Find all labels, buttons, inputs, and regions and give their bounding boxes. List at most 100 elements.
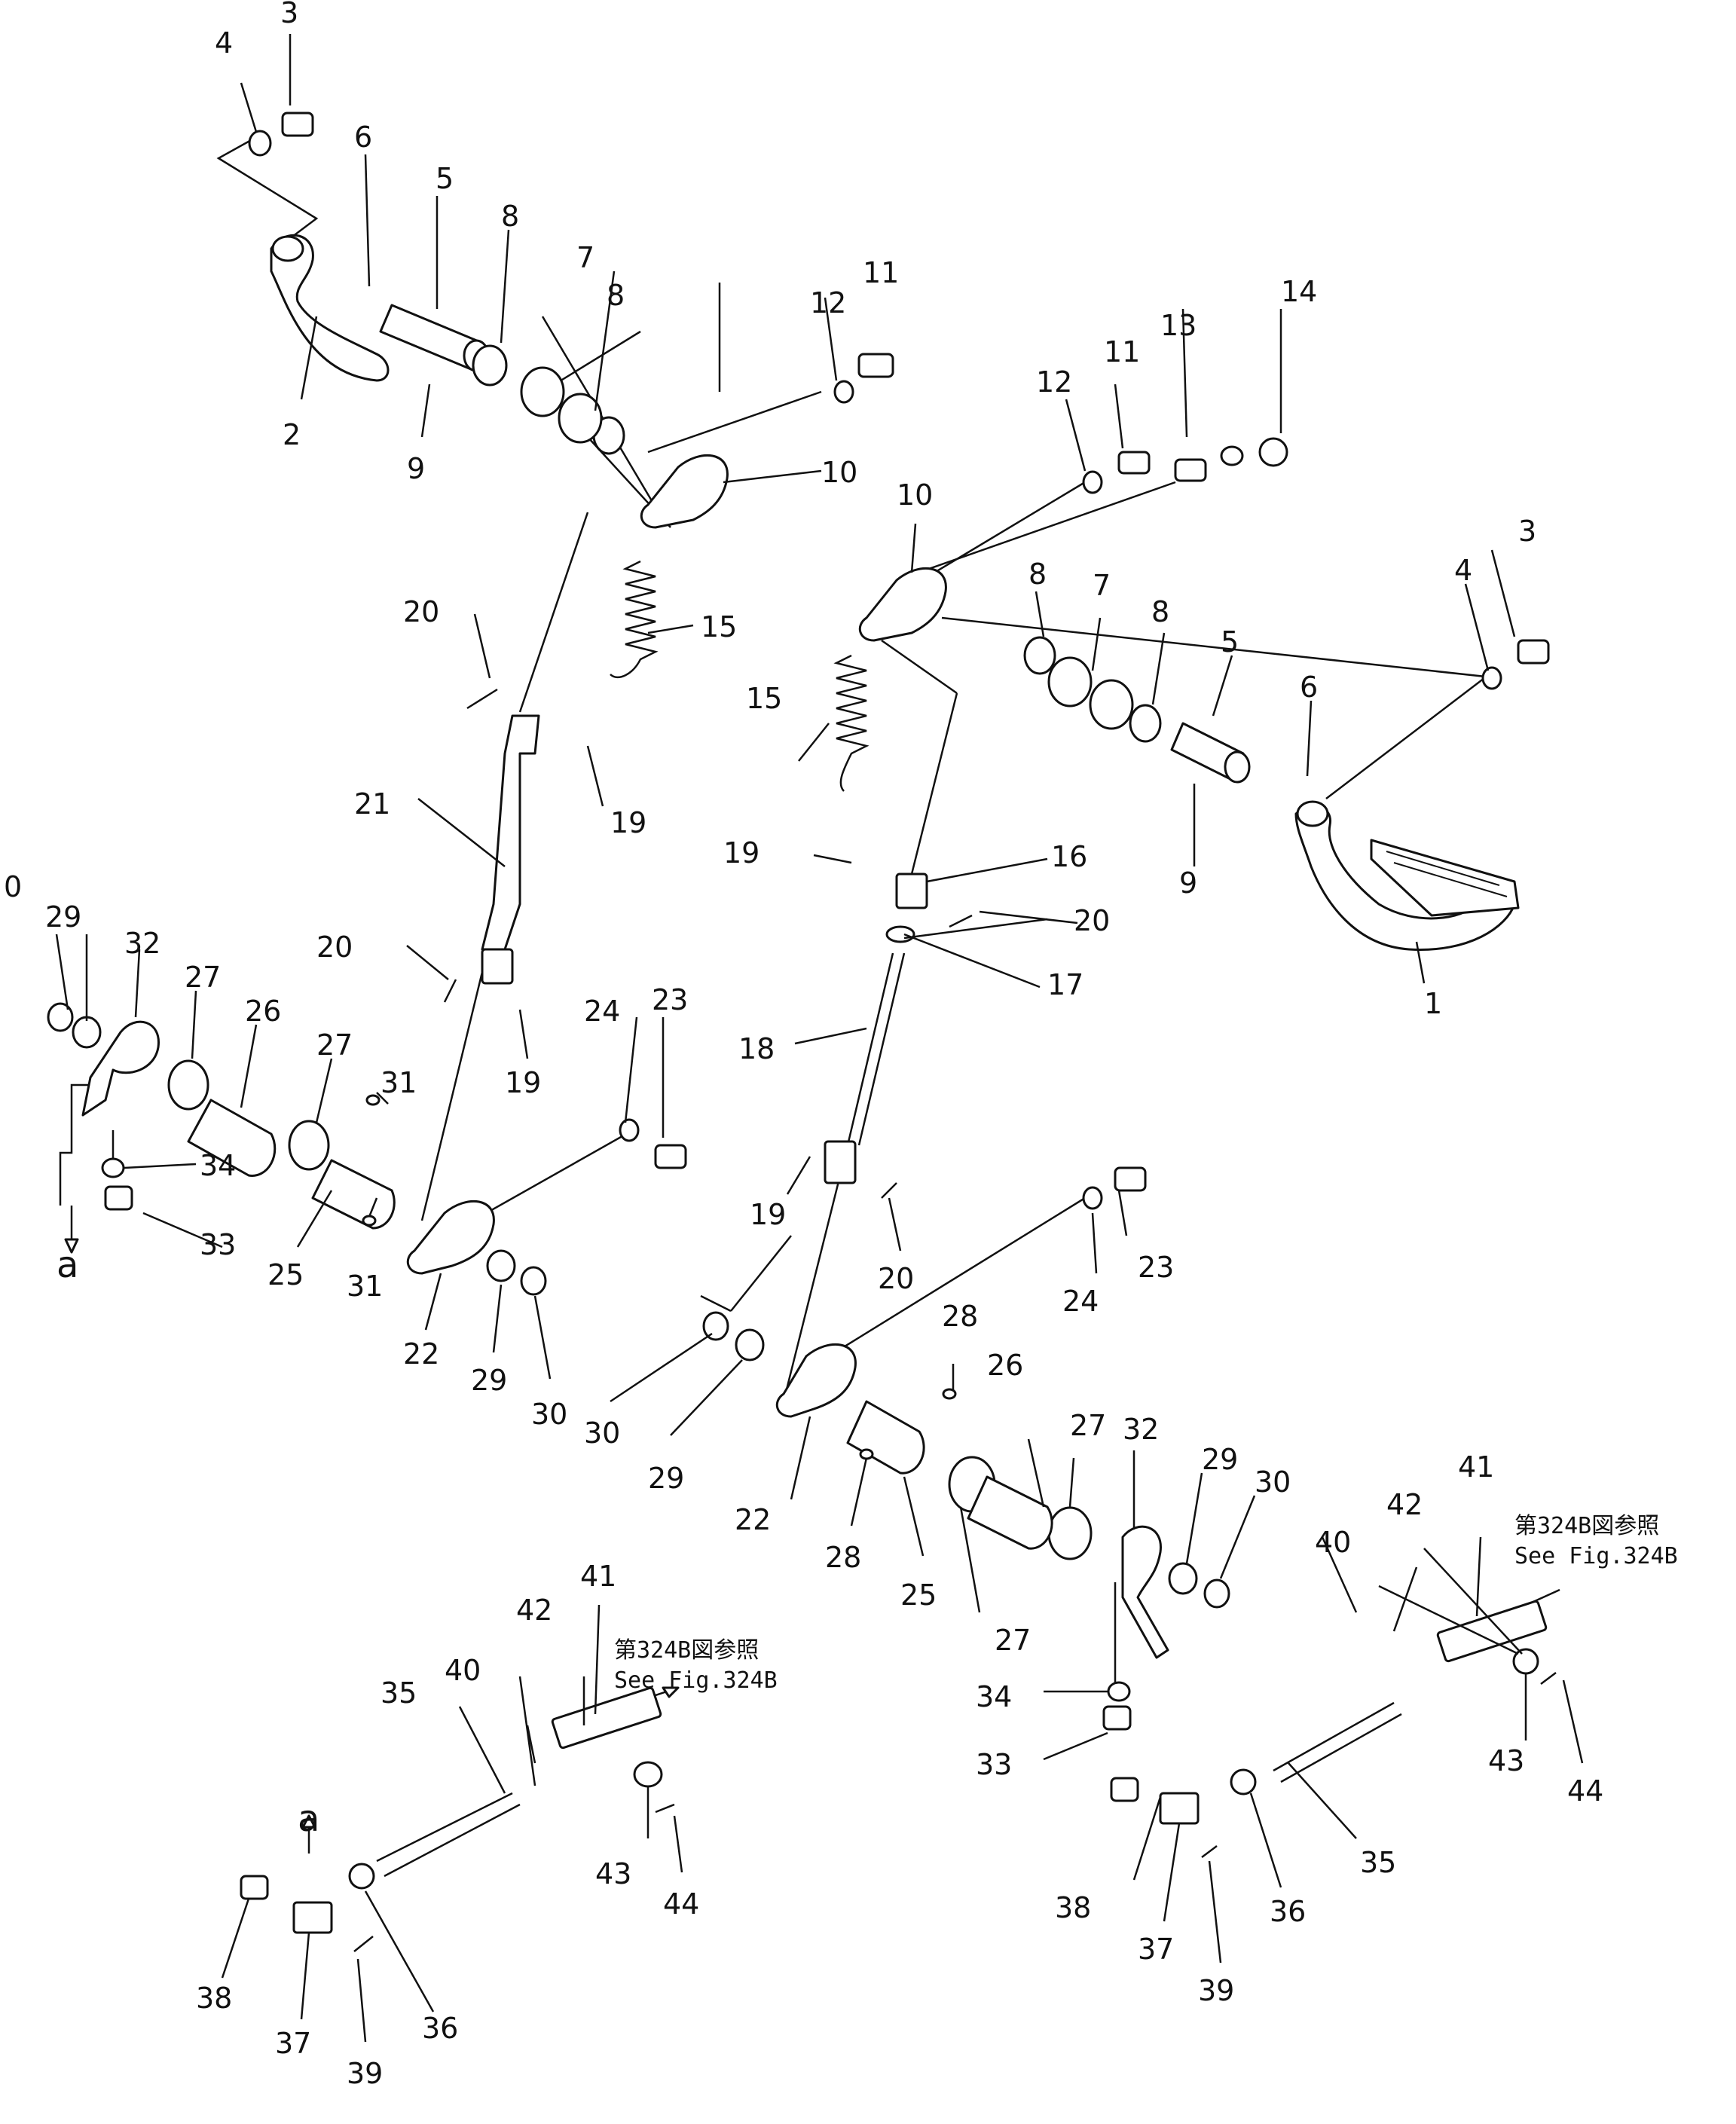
callout-39: 39	[347, 2057, 383, 2090]
fig-ref-en: See Fig.324B	[614, 1667, 778, 1694]
callout-26: 26	[245, 995, 281, 1028]
callout-31: 31	[381, 1066, 417, 1099]
callout-38: 38	[196, 1982, 232, 2015]
callout-19: 19	[723, 836, 760, 869]
callout-17: 17	[1047, 968, 1083, 1001]
callout-44: 44	[1567, 1774, 1603, 1808]
part-brackets	[81, 1020, 1169, 1659]
callout-7: 7	[1093, 569, 1111, 602]
callout-8: 8	[1028, 558, 1047, 591]
part-bearings	[47, 344, 1230, 1609]
part-pedal-left	[270, 234, 390, 382]
label-leader-lines	[55, 34, 1584, 2043]
callout-4: 4	[215, 26, 233, 60]
callout-34: 34	[976, 1680, 1012, 1713]
callout-15: 15	[746, 682, 782, 715]
callout-6: 6	[1300, 671, 1318, 704]
callout-35: 35	[381, 1676, 417, 1710]
part-shaft-5-right	[1170, 722, 1251, 784]
part-sleeves	[187, 1099, 1053, 1550]
callout-14: 14	[1281, 275, 1317, 308]
callout-29: 29	[471, 1364, 507, 1397]
callout-43: 43	[1488, 1744, 1524, 1777]
callout-32: 32	[124, 927, 160, 960]
callout-38: 38	[1055, 1891, 1091, 1924]
callout-20: 20	[1074, 904, 1110, 937]
reference-mark-a: a	[298, 1798, 319, 1840]
callout-4: 4	[1454, 554, 1472, 587]
callout-30: 30	[531, 1398, 567, 1431]
callout-26: 26	[987, 1349, 1023, 1382]
callout-36: 36	[422, 2012, 458, 2045]
callout-22: 22	[735, 1503, 771, 1536]
callout-27: 27	[995, 1624, 1031, 1657]
part-washers	[101, 130, 1539, 1788]
callout-3: 3	[1518, 515, 1536, 548]
callout-32: 32	[1123, 1413, 1159, 1446]
callout-36: 36	[1270, 1895, 1306, 1928]
callout-22: 22	[403, 1337, 439, 1371]
callout-31: 31	[347, 1270, 383, 1303]
callout-24: 24	[584, 995, 620, 1028]
callout-27: 27	[185, 961, 221, 994]
callout-40: 40	[445, 1654, 481, 1687]
part-clevises	[292, 1600, 1548, 1934]
callout-19: 19	[505, 1066, 541, 1099]
callout-41: 41	[580, 1560, 616, 1593]
callout-10: 10	[897, 478, 933, 512]
callout-30: 0	[4, 870, 22, 903]
callout-23: 23	[1138, 1251, 1174, 1284]
callout-20: 20	[878, 1262, 914, 1295]
part-cotter-pins	[353, 688, 1557, 1952]
callout-29: 29	[45, 900, 81, 934]
part-rods	[481, 714, 928, 1184]
callout-35: 35	[1360, 1846, 1396, 1879]
callout-43: 43	[595, 1857, 631, 1890]
callout-12: 12	[1036, 365, 1072, 399]
callout-33: 33	[976, 1748, 1012, 1781]
callout-13: 13	[1160, 309, 1197, 342]
callout-labels: 1 2 3 3 4 4 5 5 6 6 7 7 8 8 8 8 9 9 10 1…	[4, 0, 1603, 2090]
callout-16: 16	[1051, 840, 1087, 873]
callout-5: 5	[1221, 625, 1239, 659]
callout-24: 24	[1062, 1285, 1099, 1318]
callout-21: 21	[354, 787, 390, 821]
callout-44: 44	[663, 1887, 699, 1921]
part-bellcranks	[406, 454, 947, 1418]
callout-37: 37	[275, 2027, 311, 2060]
fig-ref-jp: 第324B図参照	[1514, 1513, 1659, 1539]
callout-39: 39	[1198, 1974, 1234, 2007]
callout-1: 1	[1424, 987, 1442, 1020]
callout-19: 19	[610, 806, 646, 839]
callout-30: 30	[1255, 1465, 1291, 1499]
part-bolts	[104, 112, 1550, 1900]
callout-20: 20	[316, 931, 353, 964]
part-springs	[610, 560, 870, 792]
callout-29: 29	[1202, 1443, 1238, 1476]
callout-7: 7	[576, 241, 594, 274]
callout-15: 15	[701, 610, 737, 643]
callout-12: 12	[810, 286, 846, 319]
callout-42: 42	[516, 1594, 552, 1627]
fig-ref-jp: 第324B図参照	[614, 1637, 759, 1664]
callout-41: 41	[1458, 1450, 1494, 1484]
callout-10: 10	[821, 456, 857, 489]
callout-27: 27	[1070, 1409, 1106, 1442]
callout-37: 37	[1138, 1933, 1174, 1966]
part-pedal-right-with-pad	[1294, 800, 1520, 951]
callout-27: 27	[316, 1028, 353, 1062]
part-shaft-5-left	[379, 304, 490, 372]
callout-34: 34	[200, 1149, 236, 1182]
callout-6: 6	[354, 121, 372, 154]
leader-lines	[59, 138, 1560, 1854]
callout-8: 8	[607, 279, 625, 312]
callout-33: 33	[200, 1228, 236, 1261]
figure-references: 第324B図参照 See Fig.324B 第324B図参照 See Fig.3…	[614, 1513, 1678, 1694]
part-threaded-rods	[348, 1701, 1402, 1890]
callout-25: 25	[267, 1258, 304, 1291]
callout-25: 25	[900, 1578, 937, 1612]
callout-11: 11	[863, 256, 899, 289]
callout-19: 19	[750, 1198, 786, 1231]
reference-mark-a: a	[57, 1244, 78, 1286]
